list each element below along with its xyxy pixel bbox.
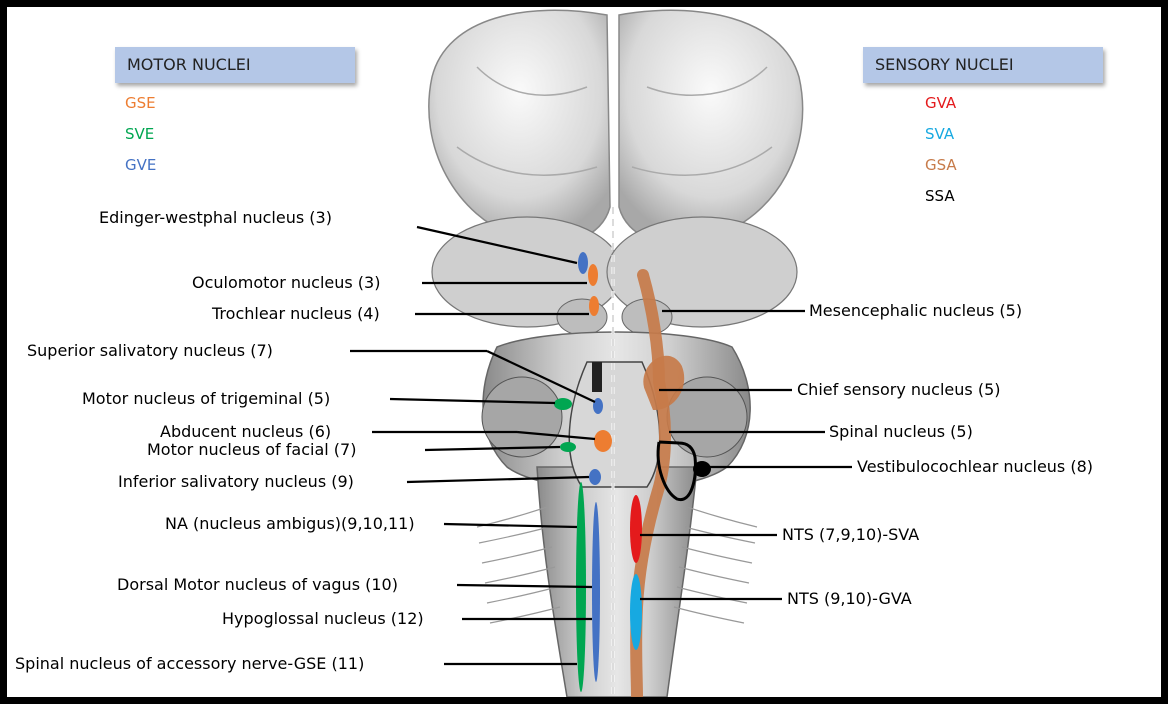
trochlear-nucleus [589, 296, 599, 316]
label-chief-sensory: Chief sensory nucleus (5) [797, 380, 1001, 400]
medulla [537, 467, 697, 697]
label-oculomotor: Oculomotor nucleus (3) [192, 273, 380, 293]
vestibulocochlear-blob [693, 461, 711, 477]
superior-salivatory-nucleus [593, 398, 603, 414]
legend-ssa: SSA [925, 186, 955, 206]
label-motor-trigeminal: Motor nucleus of trigeminal (5) [82, 389, 330, 409]
label-edinger-westphal: Edinger-westphal nucleus (3) [99, 208, 332, 228]
label-mesencephalic: Mesencephalic nucleus (5) [809, 301, 1022, 321]
motor-nuclei-header: MOTOR NUCLEI [115, 47, 355, 83]
edinger-westphal-nucleus [578, 252, 588, 274]
label-abducent: Abducent nucleus (6) [160, 422, 331, 442]
left-hemisphere [429, 10, 610, 243]
label-superior-salivatory: Superior salivatory nucleus (7) [27, 341, 273, 361]
label-nts-sva: NTS (7,9,10)-SVA [782, 525, 919, 545]
oculomotor-nucleus [588, 264, 598, 286]
sensory-nuclei-header: SENSORY NUCLEI [863, 47, 1103, 83]
facial-motor-nucleus [560, 442, 576, 452]
motor-trigeminal-nucleus [554, 398, 572, 410]
label-trochlear: Trochlear nucleus (4) [212, 304, 380, 324]
label-nts-gva: NTS (9,10)-GVA [787, 589, 912, 609]
inferior-salivatory-nucleus [589, 469, 601, 485]
nts-gva [630, 574, 642, 650]
chief-sensory-nucleus [646, 359, 681, 407]
legend-gve: GVE [125, 155, 156, 175]
right-hemisphere [619, 10, 803, 243]
nts-sva [630, 495, 642, 563]
legend-gse: GSE [125, 93, 156, 113]
label-nucleus-ambiguus: NA (nucleus ambigus)(9,10,11) [165, 514, 415, 534]
label-dorsal-motor-vagus: Dorsal Motor nucleus of vagus (10) [117, 575, 398, 595]
label-spinal-accessory: Spinal nucleus of accessory nerve-GSE (1… [15, 654, 364, 674]
legend-sve: SVE [125, 124, 154, 144]
legend-gva: GVA [925, 93, 956, 113]
label-hypoglossal: Hypoglossal nucleus (12) [222, 609, 424, 629]
abducent-nucleus [594, 430, 612, 452]
label-motor-facial: Motor nucleus of facial (7) [147, 440, 356, 460]
label-inferior-salivatory: Inferior salivatory nucleus (9) [118, 472, 354, 492]
label-spinal-nucleus: Spinal nucleus (5) [829, 422, 973, 442]
label-vestibulocochlear: Vestibulocochlear nucleus (8) [857, 457, 1093, 477]
legend-gsa: GSA [925, 155, 957, 175]
diagram-frame: MOTOR NUCLEI GSE SVE GVE SENSORY NUCLEI … [7, 7, 1161, 697]
legend-sva: SVA [925, 124, 954, 144]
dorsal-motor-vagus-nucleus [592, 502, 600, 682]
